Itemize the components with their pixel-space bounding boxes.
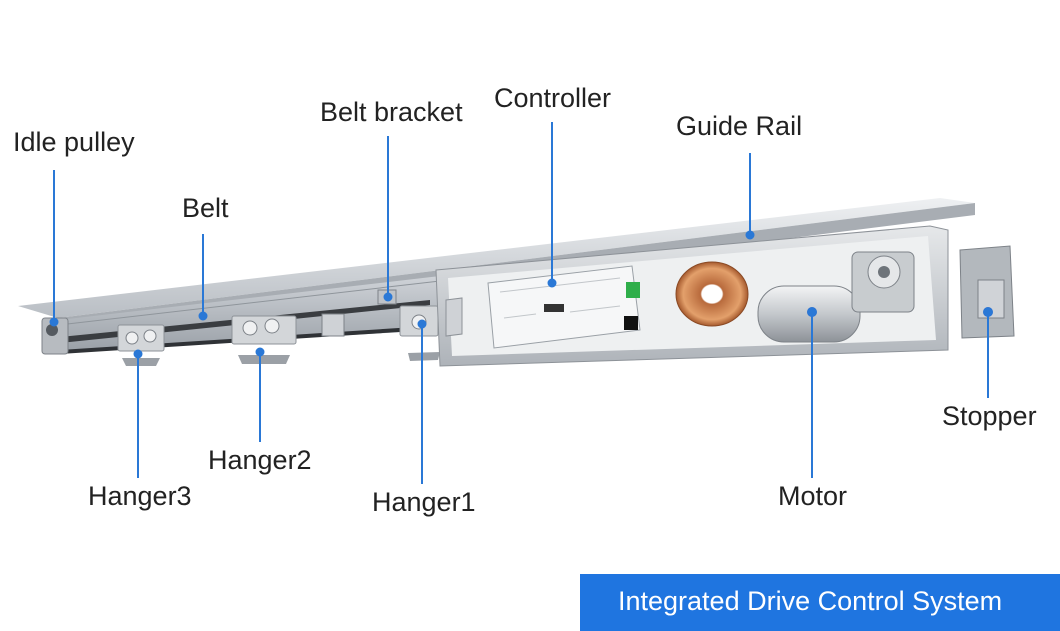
leader-lines (49, 122, 993, 484)
label-belt: Belt (182, 193, 229, 223)
label-motor: Motor (778, 481, 848, 511)
hanger2 (231, 315, 297, 364)
transformer (675, 261, 749, 327)
banner-title: Integrated Drive Control System (618, 586, 1003, 616)
hanger1 (399, 305, 440, 361)
label-hanger2: Hanger2 (208, 445, 312, 475)
label-stopper: Stopper (942, 401, 1037, 431)
label-idle-pulley: Idle pulley (13, 127, 135, 157)
label-hanger3: Hanger3 (88, 481, 192, 511)
controller (487, 265, 641, 349)
label-hanger1: Hanger1 (372, 487, 476, 517)
label-controller: Controller (494, 83, 612, 113)
label-guide-rail: Guide Rail (676, 111, 803, 141)
title-banner (580, 574, 1060, 631)
label-belt-bracket: Belt bracket (320, 97, 463, 127)
hanger3 (117, 324, 165, 366)
